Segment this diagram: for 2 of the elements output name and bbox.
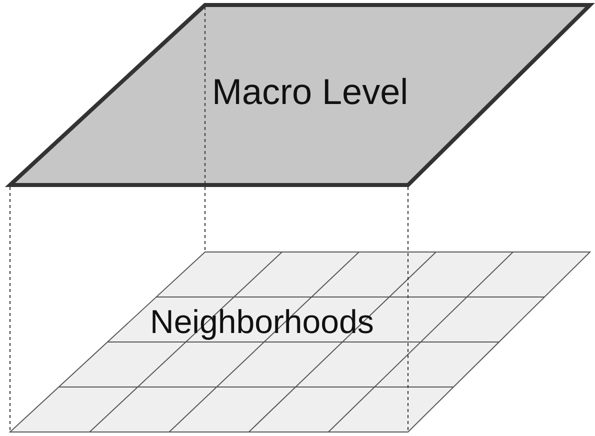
plane-label: Macro Level [212,72,408,112]
projection-line [204,6,206,252]
